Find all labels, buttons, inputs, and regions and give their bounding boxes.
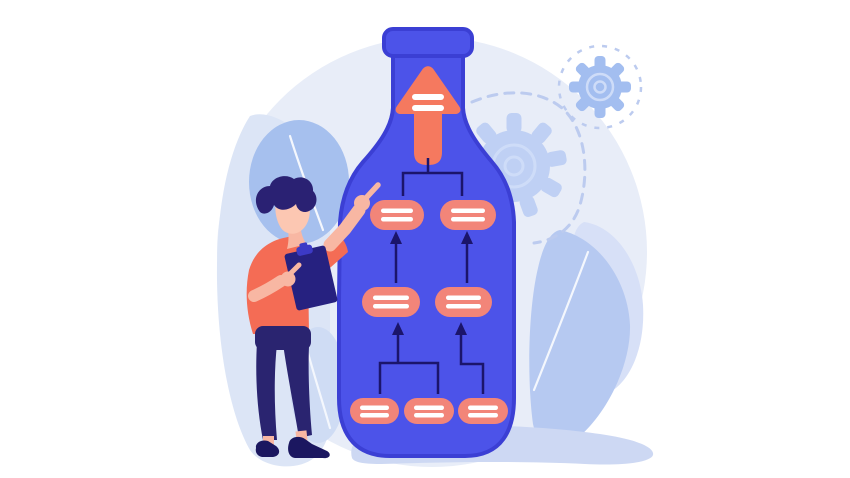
analyst-leg — [283, 344, 312, 438]
flowchart — [350, 66, 508, 424]
merge-bracket-connector — [378, 333, 440, 394]
flow-node — [362, 287, 420, 317]
flow-node — [435, 287, 492, 317]
clipboard-clip — [296, 244, 313, 256]
analyst-hair — [255, 176, 317, 214]
arrowhead-icon — [390, 231, 402, 244]
bottle-cap — [382, 27, 474, 58]
flow-node — [440, 200, 496, 230]
ankle — [263, 436, 274, 446]
dashed-curve — [470, 91, 587, 245]
analyst-shoe — [288, 436, 330, 459]
up-arrow-icon — [395, 66, 461, 165]
arrowhead-icon — [455, 322, 467, 335]
analyst-figure — [246, 176, 381, 459]
clipboard — [284, 242, 338, 311]
forearm — [248, 275, 287, 302]
right-leaf — [529, 230, 631, 447]
gear-dashed-circle — [557, 44, 643, 130]
arrow-stripe — [412, 105, 444, 111]
bottle-body — [337, 52, 516, 458]
arrow-stripe — [412, 94, 444, 100]
flow-node — [350, 398, 399, 424]
arrowhead-icon — [392, 322, 404, 335]
analyst-shoe — [255, 440, 280, 457]
raised-arm — [323, 203, 366, 252]
small-gear-icon — [569, 56, 631, 118]
bottle — [337, 27, 516, 458]
fork-connector — [401, 158, 464, 196]
thumb — [287, 262, 302, 277]
flow-node — [370, 200, 424, 230]
leaf-vein — [532, 250, 590, 392]
elbow-connector — [459, 333, 485, 394]
flow-node — [458, 398, 508, 424]
analyst-leg — [256, 342, 277, 440]
flow-node — [404, 398, 454, 424]
pointing-finger — [363, 182, 381, 201]
arrowhead-icon — [461, 231, 473, 244]
